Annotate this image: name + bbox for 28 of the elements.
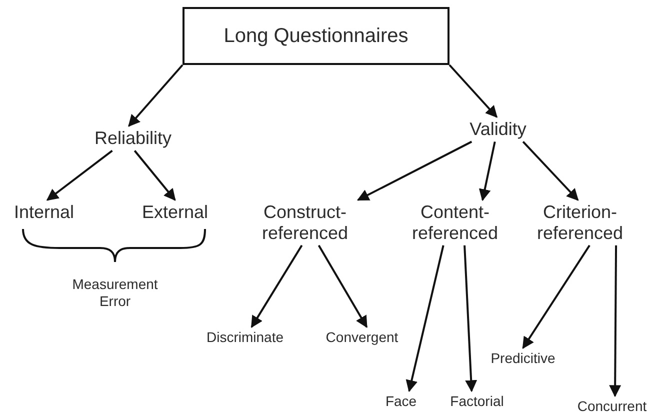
node-label: Face <box>382 391 420 412</box>
node-label: Internal <box>10 200 78 225</box>
arrow <box>522 244 590 349</box>
node-label: Convergent <box>322 327 402 348</box>
arrow <box>250 244 303 328</box>
node-label: Predicitive <box>488 348 558 368</box>
node-label: Construct- referenced <box>252 200 358 246</box>
node-label: Concurrent <box>574 396 650 416</box>
node-label: Reliability <box>91 126 175 151</box>
arrow <box>318 244 368 328</box>
arrow <box>478 141 496 202</box>
arrow <box>46 150 113 201</box>
node-label: External <box>138 200 212 225</box>
arrow <box>464 245 478 392</box>
node-label: Criterion- referenced <box>527 200 633 246</box>
brace-caption: Measurement Error <box>71 276 159 310</box>
title-box: Long Questionnaires <box>182 7 450 65</box>
node-label: Discriminate <box>204 327 286 348</box>
arrow <box>609 245 622 398</box>
node-label: Validity <box>466 117 530 142</box>
arrow <box>128 64 184 127</box>
arrow <box>522 141 579 201</box>
arrow <box>406 245 444 392</box>
node-label: Factorial <box>447 391 507 412</box>
arrow <box>134 150 176 201</box>
arrow <box>356 140 472 201</box>
arrow <box>448 64 498 118</box>
node-label: Content- referenced <box>402 200 508 246</box>
